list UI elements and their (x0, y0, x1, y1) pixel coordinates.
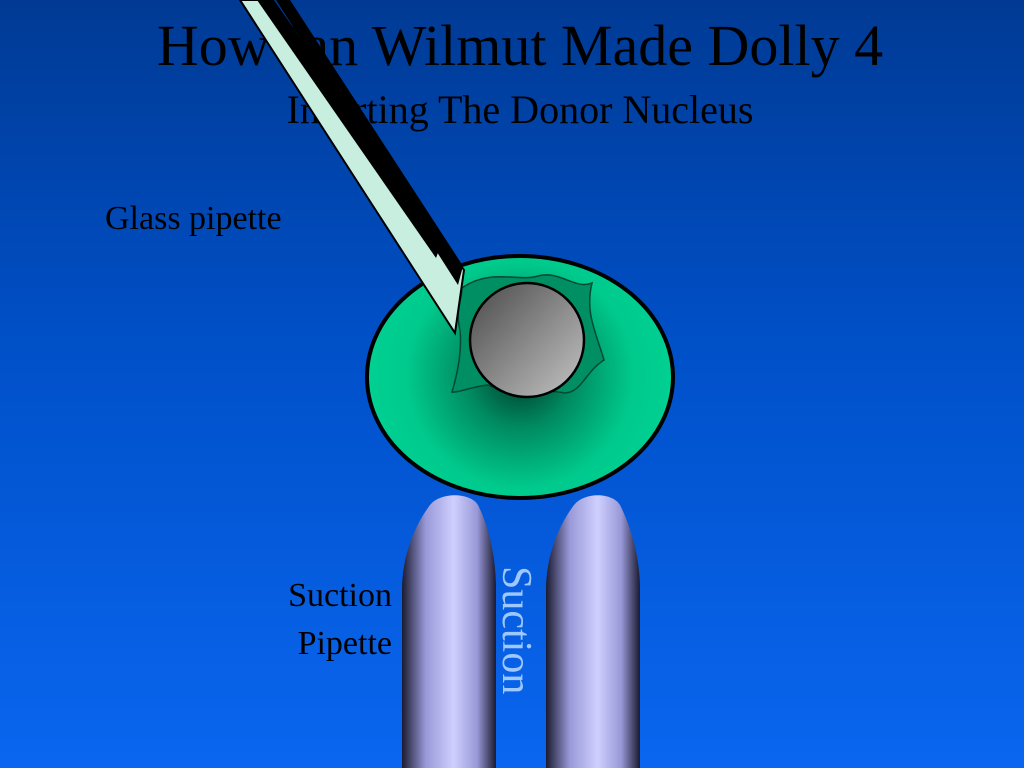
suction-pipette-right (546, 495, 640, 768)
suction-vertical-label: Suction (493, 566, 539, 695)
suction-pipette-label-line1: Suction (288, 577, 392, 614)
donor-nucleus (468, 281, 586, 399)
suction-pipette-label: Suction Pipette (230, 572, 392, 667)
suction-pipette-left (402, 495, 496, 768)
glass-pipette (238, 0, 466, 336)
suction-pipette-label-line2: Pipette (297, 624, 392, 662)
glass-pipette-label: Glass pipette (105, 200, 282, 237)
